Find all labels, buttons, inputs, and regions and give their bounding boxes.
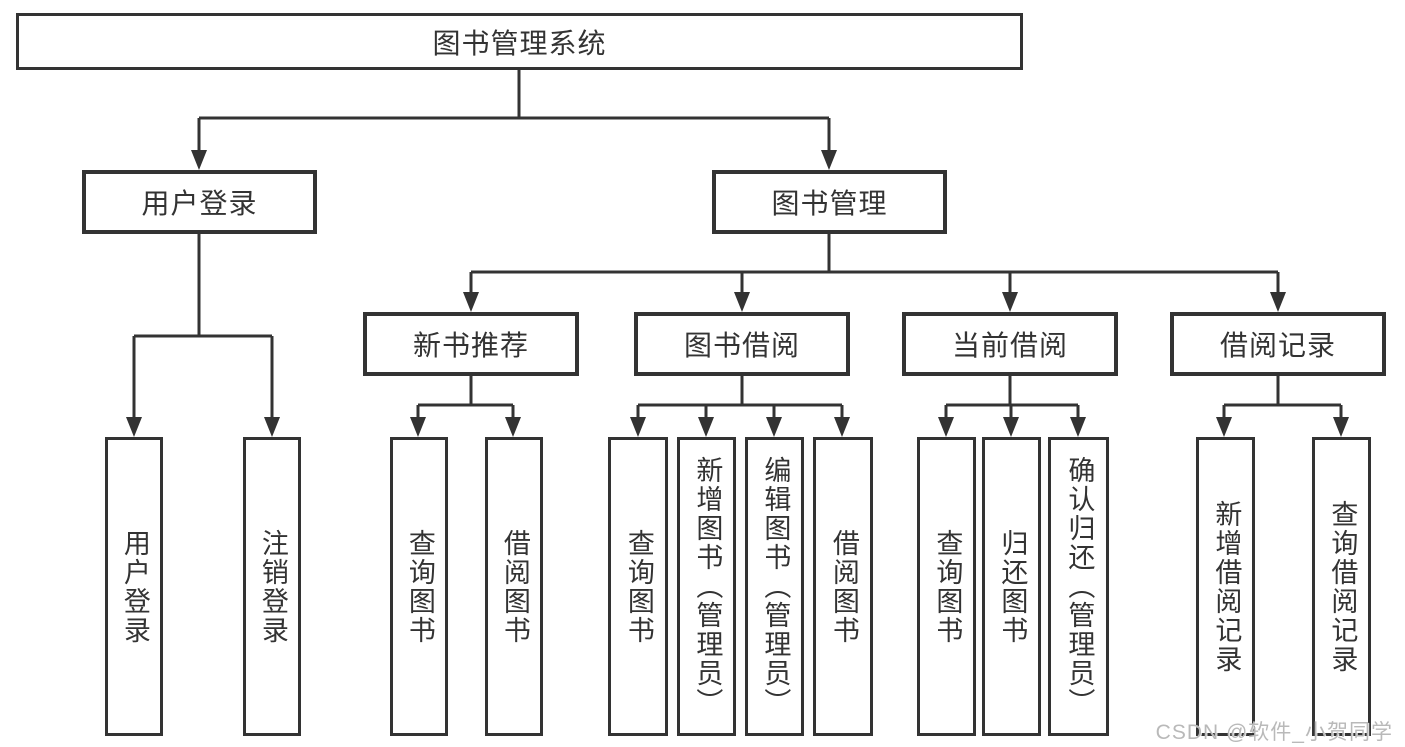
- node-book-management: 图书管理: [712, 170, 947, 234]
- leaf-query-borrow-record: 查询借阅记录: [1312, 437, 1371, 736]
- leaf-return-book: 归还图书: [982, 437, 1041, 736]
- node-book-borrowing: 图书借阅: [634, 312, 850, 376]
- leaf-add-borrow-record: 新增借阅记录: [1196, 437, 1255, 736]
- leaf-query-books-borrowing: 查询图书: [608, 437, 668, 736]
- node-new-book-recommend: 新书推荐: [363, 312, 579, 376]
- node-library-management-system: 图书管理系统: [16, 13, 1023, 70]
- node-user-login: 用户登录: [82, 170, 317, 234]
- leaf-query-books-current: 查询图书: [917, 437, 976, 736]
- leaf-logout: 注销登录: [243, 437, 301, 736]
- csdn-watermark: CSDN @软件_小贺同学: [1155, 721, 1393, 744]
- leaf-add-book-admin: 新增图书（管理员）: [677, 437, 736, 736]
- leaf-edit-book-admin: 编辑图书（管理员）: [745, 437, 804, 736]
- leaf-borrow-books-recommend: 借阅图书: [485, 437, 543, 736]
- node-current-borrowing: 当前借阅: [902, 312, 1118, 376]
- leaf-confirm-return-admin: 确认归还（管理员）: [1048, 437, 1109, 736]
- leaf-borrow-books-borrowing: 借阅图书: [813, 437, 873, 736]
- node-borrowing-records: 借阅记录: [1170, 312, 1386, 376]
- leaf-user-login: 用户登录: [105, 437, 163, 736]
- leaf-query-books-recommend: 查询图书: [390, 437, 448, 736]
